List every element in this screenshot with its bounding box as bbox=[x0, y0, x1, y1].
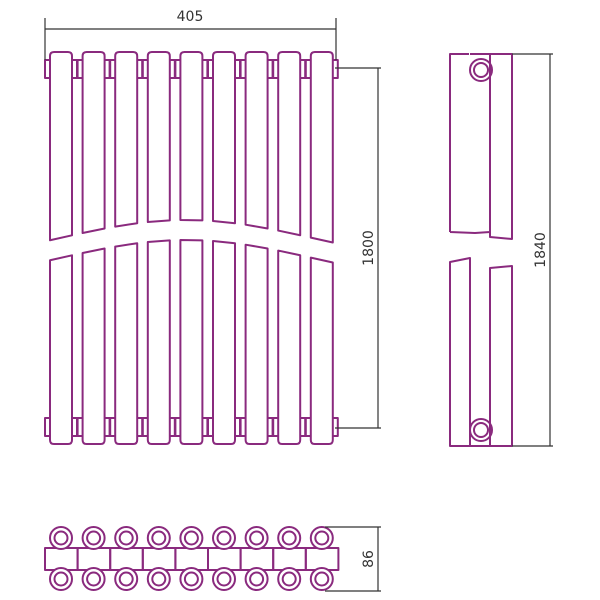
front-view bbox=[44, 51, 339, 445]
top-view-ring-inner bbox=[249, 530, 265, 546]
section-tube-lower bbox=[179, 239, 204, 445]
width-dimension bbox=[44, 18, 337, 60]
top-view-ring-inner bbox=[118, 530, 134, 546]
top-view-ring-outer bbox=[146, 567, 171, 591]
top-view-header-block bbox=[109, 547, 144, 571]
top-view-ring-outer bbox=[81, 567, 106, 591]
section-tube-upper bbox=[212, 51, 236, 225]
depth-dimension bbox=[325, 526, 381, 592]
side-bottom-connector-inner bbox=[473, 422, 489, 438]
top-view-ring-outer bbox=[114, 567, 139, 591]
top-view-ring-outer bbox=[81, 526, 106, 550]
lower-section-tubes bbox=[49, 239, 334, 445]
section-tube-upper bbox=[277, 51, 302, 237]
section-tube-upper bbox=[81, 51, 106, 235]
side-top-connector bbox=[469, 58, 493, 82]
overall-height-dimension bbox=[512, 53, 553, 447]
top-view-ring-inner bbox=[281, 530, 297, 546]
section-tube-upper bbox=[114, 51, 139, 228]
top-view-ring-inner bbox=[151, 571, 167, 587]
section-tube-lower bbox=[212, 239, 236, 445]
section-tube-lower bbox=[146, 239, 171, 445]
top-view-ring-inner bbox=[183, 530, 199, 546]
side-tube-right-lower bbox=[489, 265, 513, 447]
side-view bbox=[449, 53, 513, 447]
axis-height-dimension bbox=[335, 67, 381, 429]
top-view-ring-outer bbox=[309, 567, 334, 591]
top-view-ring-outer bbox=[146, 526, 171, 550]
top-view-headers bbox=[44, 547, 340, 571]
top-view-ring-inner bbox=[314, 571, 330, 587]
top-view-ring-inner bbox=[216, 571, 232, 587]
section-tube-lower bbox=[277, 249, 302, 445]
top-view-ring-inner bbox=[151, 530, 167, 546]
top-view-header-block bbox=[304, 547, 340, 571]
side-tube-right-upper bbox=[489, 53, 513, 240]
section-tube-lower bbox=[244, 243, 269, 445]
side-bottom-connector bbox=[469, 418, 493, 442]
top-view-rings-lower bbox=[49, 567, 334, 591]
depth-label: 86 bbox=[361, 550, 377, 568]
top-view-ring-outer bbox=[309, 526, 334, 550]
section-tube-upper bbox=[49, 51, 73, 242]
section-tube-lower bbox=[81, 247, 106, 445]
top-view-ring-inner bbox=[216, 530, 232, 546]
section-tube-upper bbox=[244, 51, 269, 230]
section-tube-lower bbox=[309, 256, 334, 445]
top-view-ring-inner bbox=[86, 571, 102, 587]
top-view-ring-outer bbox=[114, 526, 139, 550]
width-label: 405 bbox=[177, 9, 204, 25]
top-view-header-block bbox=[141, 547, 177, 571]
top-view-header-block bbox=[174, 547, 209, 571]
top-view-ring-inner bbox=[53, 530, 69, 546]
top-view-ring-outer bbox=[179, 526, 204, 550]
top-view-ring-inner bbox=[249, 571, 265, 587]
side-tube-left-lower bbox=[449, 257, 471, 447]
section-tube-lower bbox=[49, 254, 73, 445]
top-view-ring-outer bbox=[179, 567, 204, 591]
top-view-ring-outer bbox=[49, 567, 73, 591]
side-top-connector-inner bbox=[473, 62, 489, 78]
top-view-ring-inner bbox=[314, 530, 330, 546]
section-tube-lower bbox=[114, 242, 139, 445]
top-view-header-block bbox=[239, 547, 275, 571]
top-view-header-block bbox=[44, 547, 79, 571]
top-view-ring-outer bbox=[212, 567, 236, 591]
top-view-ring-inner bbox=[281, 571, 297, 587]
top-view-ring-outer bbox=[212, 526, 236, 550]
top-view-header-block bbox=[207, 547, 242, 571]
top-view-header-block bbox=[76, 547, 112, 571]
top-view-rings-upper bbox=[49, 526, 334, 550]
upper-section-tubes bbox=[49, 51, 334, 244]
top-view-ring-inner bbox=[118, 571, 134, 587]
axis-height-label: 1800 bbox=[361, 230, 377, 266]
top-view-header-block bbox=[272, 547, 307, 571]
overall-height-label: 1840 bbox=[533, 232, 549, 268]
section-tube-upper bbox=[146, 51, 171, 224]
top-view-ring-outer bbox=[277, 526, 302, 550]
top-view-ring-inner bbox=[183, 571, 199, 587]
top-view-ring-outer bbox=[244, 567, 269, 591]
top-view-ring-inner bbox=[53, 571, 69, 587]
top-view bbox=[44, 526, 340, 591]
top-view-ring-outer bbox=[49, 526, 73, 550]
top-view-ring-outer bbox=[244, 526, 269, 550]
top-view-ring-inner bbox=[86, 530, 102, 546]
section-tube-upper bbox=[309, 51, 334, 244]
section-tube-upper bbox=[179, 51, 204, 222]
top-view-ring-outer bbox=[277, 567, 302, 591]
